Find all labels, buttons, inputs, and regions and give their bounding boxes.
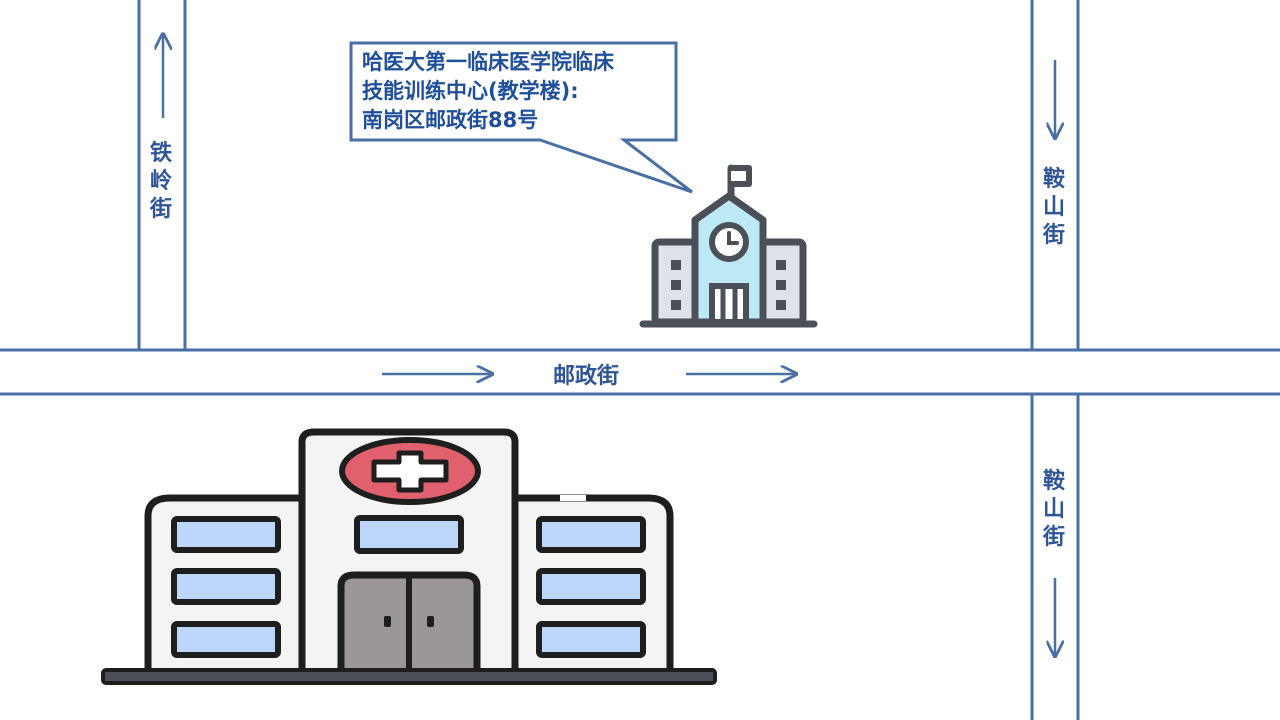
- anshan-street-label-lower: 鞍 山 街: [1042, 469, 1065, 550]
- school-building-icon: [639, 164, 818, 328]
- anshan-street-label-upper: 鞍 山 街: [1042, 167, 1065, 248]
- tieling-street-label: 铁 岭 街: [149, 141, 172, 222]
- callout-line-3: 南岗区邮政街88号: [362, 108, 539, 132]
- youzheng-street-label: 邮政街: [553, 363, 619, 389]
- direction-arrows: [163, 34, 1055, 656]
- callout-bubble: [349, 41, 693, 194]
- callout-address: 哈医大第一临床医学院临床 技能训练中心(教学楼): 南岗区邮政街88号: [362, 48, 662, 135]
- callout-line-2: 技能训练中心(教学楼):: [362, 79, 579, 103]
- callout-line-1: 哈医大第一临床医学院临床: [362, 50, 614, 74]
- hospital-building-icon: [101, 428, 717, 685]
